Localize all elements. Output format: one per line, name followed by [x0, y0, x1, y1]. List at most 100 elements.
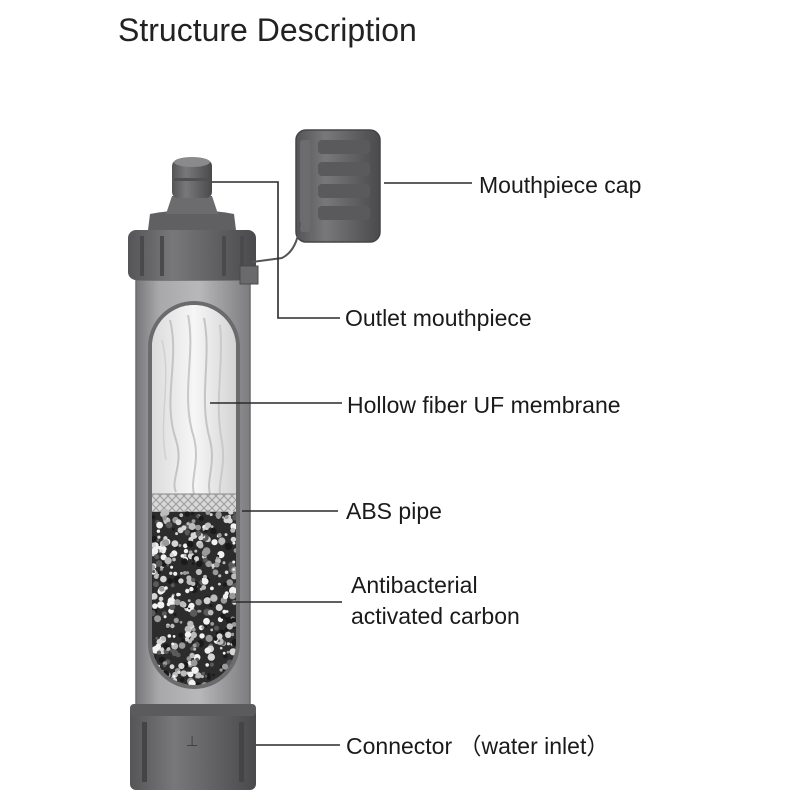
carbon-granule [203, 574, 207, 579]
carbon-granule [192, 643, 197, 648]
carbon-granule [231, 566, 236, 574]
carbon-granule [194, 549, 198, 553]
carbon-granule [152, 603, 158, 609]
carbon-granule [155, 636, 159, 640]
label-activated-carbon: activated carbon [351, 603, 520, 629]
carbon-granule [191, 577, 196, 583]
carbon-granule [155, 643, 162, 650]
carbon-granule [171, 540, 179, 547]
carbon-granule [185, 531, 190, 536]
carbon-granule [232, 568, 235, 571]
carbon-granule [219, 646, 223, 650]
label-outlet-mouthpiece: Outlet mouthpiece [345, 305, 532, 331]
carbon-granule [186, 540, 194, 548]
carbon-granule [166, 647, 171, 651]
carbon-granule [188, 679, 196, 685]
carbon-granule [222, 651, 226, 655]
carbon-granule [190, 659, 198, 667]
carbon-granule [203, 624, 208, 629]
carbon-granule [213, 636, 218, 641]
carbon-granule [152, 569, 156, 574]
carbon-granule [195, 560, 203, 567]
carbon-granule [163, 536, 168, 541]
carbon-granule [186, 522, 190, 526]
carbon-granule [180, 670, 187, 677]
diagram-title: Structure Description [118, 12, 417, 48]
carbon-granule [156, 529, 161, 533]
carbon-granule [209, 653, 213, 657]
carbon-granule [205, 560, 212, 568]
carbon-granule [165, 521, 173, 529]
carbon-granule [207, 672, 211, 677]
carbon-granule [154, 554, 160, 560]
carbon-granule [187, 620, 194, 628]
carbon-granule [152, 536, 157, 542]
label-abs-pipe: ABS pipe [346, 498, 442, 524]
carbon-granule [203, 617, 210, 625]
carbon-granule [152, 514, 156, 520]
carbon-granule [172, 557, 176, 562]
carbon-granule [203, 557, 208, 563]
carbon-granule [170, 583, 175, 588]
carbon-granule [159, 586, 165, 592]
carbon-granule [216, 633, 223, 640]
carbon-granule [229, 586, 236, 595]
carbon-granule [194, 682, 201, 685]
carbon-granule [189, 586, 194, 592]
carbon-granule [189, 652, 195, 659]
carbon-granule [212, 569, 219, 576]
carbon-granule [187, 671, 194, 678]
carbon-granule [230, 617, 236, 623]
carbon-granule [167, 634, 172, 638]
carbon-granule [180, 677, 185, 682]
carbon-granule [229, 592, 236, 600]
carbon-granule [171, 595, 175, 598]
carbon-granule [160, 554, 167, 561]
carbon-granule [152, 609, 156, 617]
carbon-granule [224, 616, 228, 620]
carbon-granule [232, 511, 236, 515]
activated-carbon [152, 509, 236, 685]
carbon-granule [180, 554, 185, 558]
carbon-granule [215, 511, 222, 518]
carbon-granule [167, 577, 174, 584]
carbon-granule [204, 647, 211, 654]
carbon-granule [204, 674, 208, 678]
carbon-granule [230, 536, 236, 543]
carbon-granule [195, 530, 202, 537]
label-hollow-fiber-membrane: Hollow fiber UF membrane [347, 392, 621, 418]
carbon-granule [169, 664, 175, 670]
carbon-granule [172, 635, 176, 638]
carbon-granule [223, 653, 228, 659]
carbon-granule [222, 561, 226, 565]
carbon-granule [223, 582, 227, 586]
carbon-granule [178, 544, 182, 547]
carbon-granule [173, 571, 178, 576]
carbon-granule [158, 596, 164, 602]
carbon-granule [183, 543, 188, 549]
carbon-granule [215, 556, 219, 560]
carbon-granule [210, 525, 214, 528]
carbon-granule [155, 560, 163, 567]
carbon-granule [183, 548, 189, 554]
carbon-granule [171, 649, 179, 657]
carbon-granule [179, 620, 183, 624]
carbon-granule [166, 563, 169, 567]
carbon-granule [189, 609, 198, 617]
carbon-granule [224, 515, 229, 520]
abs-pipe-mesh [152, 493, 236, 513]
hollow-fiber-membrane [152, 305, 236, 495]
carbon-granule [214, 561, 220, 568]
carbon-granule [177, 670, 181, 674]
carbon-granule [201, 549, 209, 556]
carbon-granule [180, 638, 186, 643]
carbon-granule [157, 571, 161, 575]
carbon-granule [195, 568, 202, 576]
carbon-granule [157, 535, 161, 539]
carbon-granule [188, 550, 193, 554]
carbon-granule [224, 533, 228, 537]
carbon-granule [187, 599, 191, 602]
carbon-granule [152, 564, 155, 571]
carbon-granule [195, 524, 202, 531]
carbon-granule [161, 546, 167, 552]
